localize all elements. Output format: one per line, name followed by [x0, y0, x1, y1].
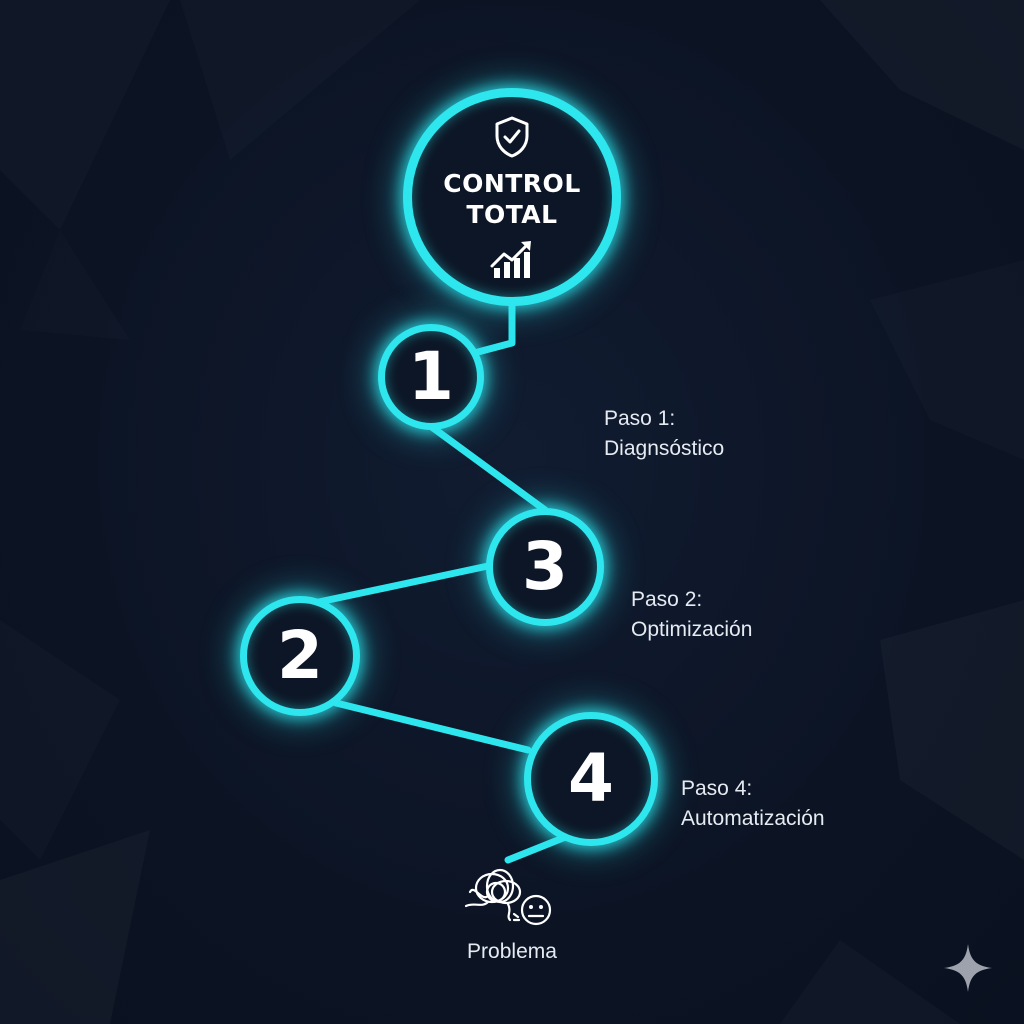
- step-number: 2: [277, 617, 323, 694]
- connector-1-3: [421, 418, 549, 514]
- step-number: 4: [568, 740, 614, 817]
- goal-node-control-total: CONTROL TOTAL: [403, 88, 621, 306]
- problem-label: Problema: [467, 940, 557, 963]
- sparkle-icon: [944, 944, 992, 992]
- step-label-title: Paso 2:: [631, 588, 703, 611]
- step-number: 1: [408, 338, 454, 415]
- goal-title-line-2: TOTAL: [466, 200, 558, 229]
- connector-4-problem: [504, 832, 572, 864]
- step-node-1: 1: [378, 324, 484, 430]
- step-label-name: Diagnsóstico: [604, 437, 725, 460]
- growth-chart-icon: [490, 241, 531, 278]
- tangled-scribble-neutral-face-icon: [464, 868, 552, 926]
- step-label-title: Paso 4:: [681, 777, 753, 800]
- step-node-4: 4: [524, 712, 658, 846]
- step-label-2: Paso 2: Optimización: [631, 585, 752, 645]
- connector-2-4: [332, 699, 532, 754]
- connector-goal-1: [474, 294, 516, 356]
- step-label-title: Paso 1:: [604, 407, 676, 430]
- step-node-3: 3: [486, 508, 604, 626]
- step-label-1: Paso 1: Diagnsóstico: [604, 404, 724, 464]
- connector-3-2: [296, 562, 492, 610]
- step-label-name: Optimización: [631, 618, 753, 641]
- step-node-2: 2: [240, 596, 360, 716]
- step-label-name: Automatización: [681, 807, 825, 830]
- goal-title-line-1: CONTROL: [443, 169, 581, 198]
- step-number: 3: [522, 528, 568, 605]
- shield-check-icon: [495, 116, 529, 158]
- step-label-4: Paso 4: Automatización: [681, 774, 825, 834]
